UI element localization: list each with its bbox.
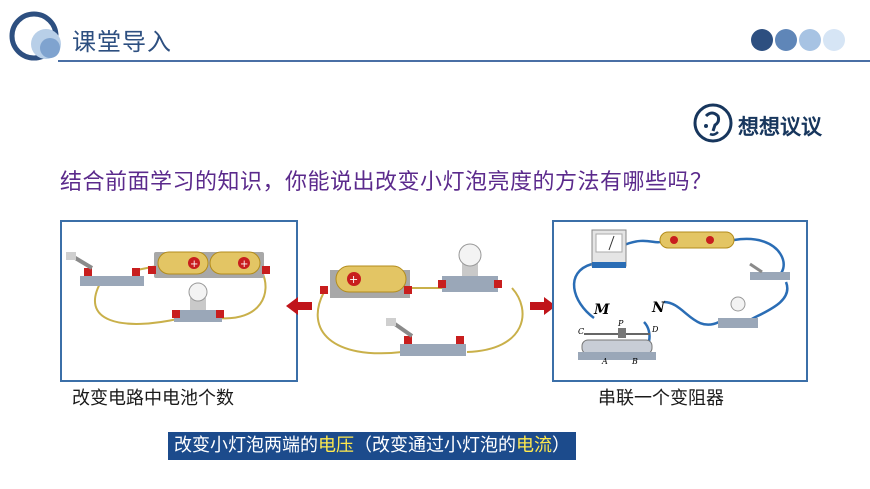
two-battery-circuit-illustration: + + bbox=[66, 251, 270, 325]
thinking-head-icon bbox=[693, 103, 733, 143]
battery-plus-sign: + bbox=[190, 259, 198, 270]
single-battery-circuit-illustration: + bbox=[316, 243, 524, 356]
conclusion-banner: 改变小灯泡两端的电压（改变通过小灯泡的电流） bbox=[168, 432, 576, 460]
page-title: 课堂导入 bbox=[72, 28, 172, 56]
two-battery-circuit-panel: + + bbox=[60, 220, 298, 382]
label-c: C bbox=[578, 327, 584, 336]
label-d: D bbox=[651, 325, 659, 334]
header-logo-icon bbox=[9, 11, 61, 61]
header-divider bbox=[58, 60, 870, 62]
label-p: P bbox=[617, 319, 624, 328]
battery-plus-sign: + bbox=[240, 259, 248, 270]
highlight-voltage: 电压 bbox=[318, 435, 354, 456]
conclusion-part3: ） bbox=[552, 435, 570, 456]
think-discuss-label: 想想议议 bbox=[738, 115, 822, 139]
conclusion-part2: （改变通过小灯泡的 bbox=[354, 435, 516, 456]
caption-series-rheostat: 串联一个变阻器 bbox=[598, 388, 724, 409]
label-n: N bbox=[651, 300, 666, 316]
label-b: B bbox=[631, 357, 638, 366]
label-a: A bbox=[601, 357, 608, 366]
battery-plus-sign: + bbox=[349, 273, 358, 286]
question-text: 结合前面学习的知识，你能说出改变小灯泡亮度的方法有哪些吗？ bbox=[60, 170, 713, 195]
highlight-current: 电流 bbox=[516, 435, 552, 456]
caption-change-battery-count: 改变电路中电池个数 bbox=[72, 388, 234, 409]
arrow-right-icon bbox=[530, 297, 556, 315]
arrow-left-icon bbox=[286, 297, 312, 315]
header-dots-decoration bbox=[751, 29, 845, 51]
conclusion-part1: 改变小灯泡两端的 bbox=[174, 435, 318, 456]
rheostat-circuit-illustration: M N C D P A B bbox=[573, 229, 790, 366]
rheostat-circuit-panel: M N C D P A B bbox=[552, 220, 808, 382]
label-m: M bbox=[593, 302, 610, 318]
